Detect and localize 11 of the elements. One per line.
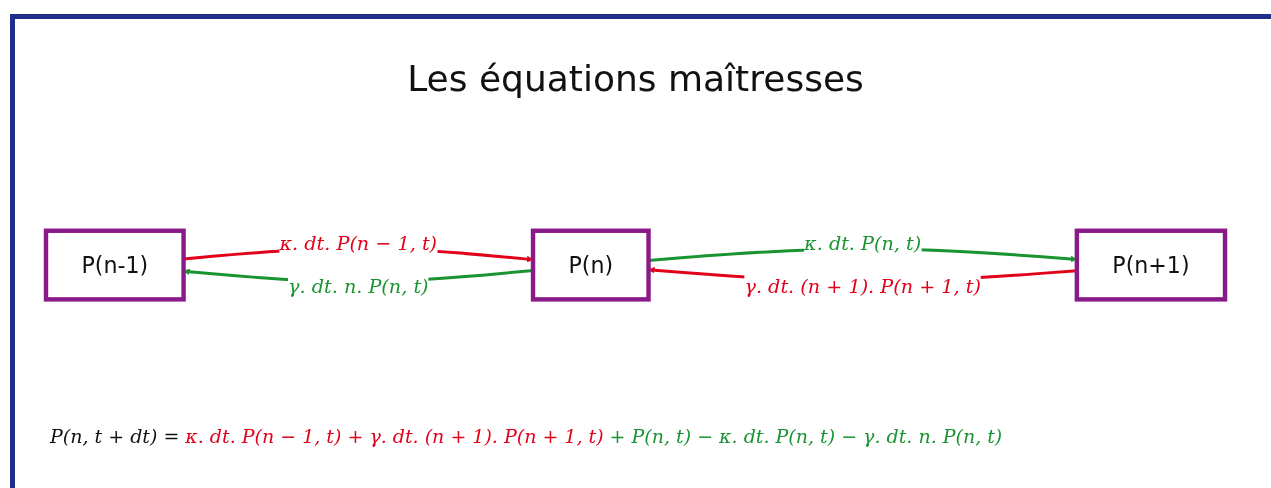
edge-label: γ. dt. n. P(n, t) — [288, 275, 429, 298]
node-box: P(n) — [530, 228, 651, 302]
edge-label: γ. dt. (n + 1). P(n + 1, t) — [744, 275, 981, 298]
equation-term: + P(n, t) − κ. dt. P(n, t) − γ. dt. n. P(n, t) — [609, 425, 1003, 447]
edge-label: κ. dt. P(n, t) — [804, 231, 922, 254]
node-box: P(n+1) — [1074, 228, 1228, 302]
edge-label: κ. dt. P(n − 1, t) — [279, 231, 438, 254]
equation-term: κ. dt. P(n − 1, t) + γ. dt. (n + 1). P(n + 1, t) — [185, 425, 604, 447]
equation-term: P(n, t + dt) = — [50, 425, 180, 447]
diagram-title: Les équations maîtresses — [406, 58, 865, 99]
node-box: P(n-1) — [43, 228, 186, 302]
